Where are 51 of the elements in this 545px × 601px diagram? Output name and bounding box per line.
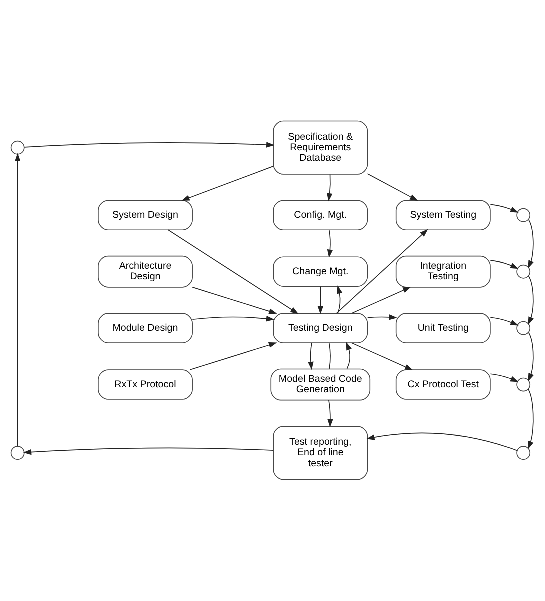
arrow: [490, 317, 519, 326]
node-box: Unit Testing: [396, 313, 491, 344]
arrow: [318, 286, 324, 314]
arrow: [182, 166, 274, 201]
arrow: [168, 230, 299, 314]
node-box: Specification & Requirements Database: [273, 120, 368, 175]
arrow: [192, 316, 275, 322]
node-box: Model Based Code Generation: [270, 368, 371, 401]
arrow: [352, 342, 414, 371]
node-circle: [516, 264, 531, 279]
arrow: [367, 174, 418, 202]
node-circle: [516, 446, 531, 460]
arrow: [190, 342, 278, 370]
arrow: [327, 230, 334, 258]
arrow: [327, 174, 333, 202]
connector: [328, 342, 331, 370]
arrow: [24, 142, 275, 148]
node-box: RxTx Protocol: [98, 370, 193, 400]
arrow: [528, 389, 534, 450]
arrow: [336, 229, 428, 314]
node-circle: [10, 140, 25, 155]
arrow: [14, 153, 21, 447]
arrow: [337, 286, 343, 314]
arrow: [346, 342, 352, 370]
arrow: [490, 204, 519, 213]
arrow: [528, 219, 534, 269]
arrow: [366, 432, 518, 452]
node-circle: [10, 446, 25, 460]
node-box: Integration Testing: [396, 256, 491, 288]
arrow: [308, 342, 314, 370]
arrow: [328, 400, 334, 428]
node-box: System Testing: [396, 200, 491, 231]
node-box: Test reporting, End of line tester: [273, 426, 368, 480]
arrow: [528, 332, 534, 382]
arrow: [367, 314, 398, 320]
node-box: System Design: [98, 200, 193, 231]
node-box: Change Mgt.: [273, 256, 368, 287]
node-circle: [516, 378, 531, 392]
node-box: Module Design: [98, 313, 193, 344]
arrow: [490, 374, 519, 382]
node-box: Config. Mgt.: [273, 200, 368, 231]
node-circle: [516, 208, 531, 222]
arrow: [490, 260, 519, 270]
node-circle: [516, 321, 531, 336]
arrow: [352, 287, 412, 314]
arrow: [192, 287, 278, 314]
node-box: Architecture Design: [98, 256, 193, 288]
arrow: [528, 276, 534, 326]
node-box: Cx Protocol Test: [396, 370, 491, 400]
arrow: [23, 448, 274, 456]
node-box: Testing Design: [273, 313, 368, 344]
